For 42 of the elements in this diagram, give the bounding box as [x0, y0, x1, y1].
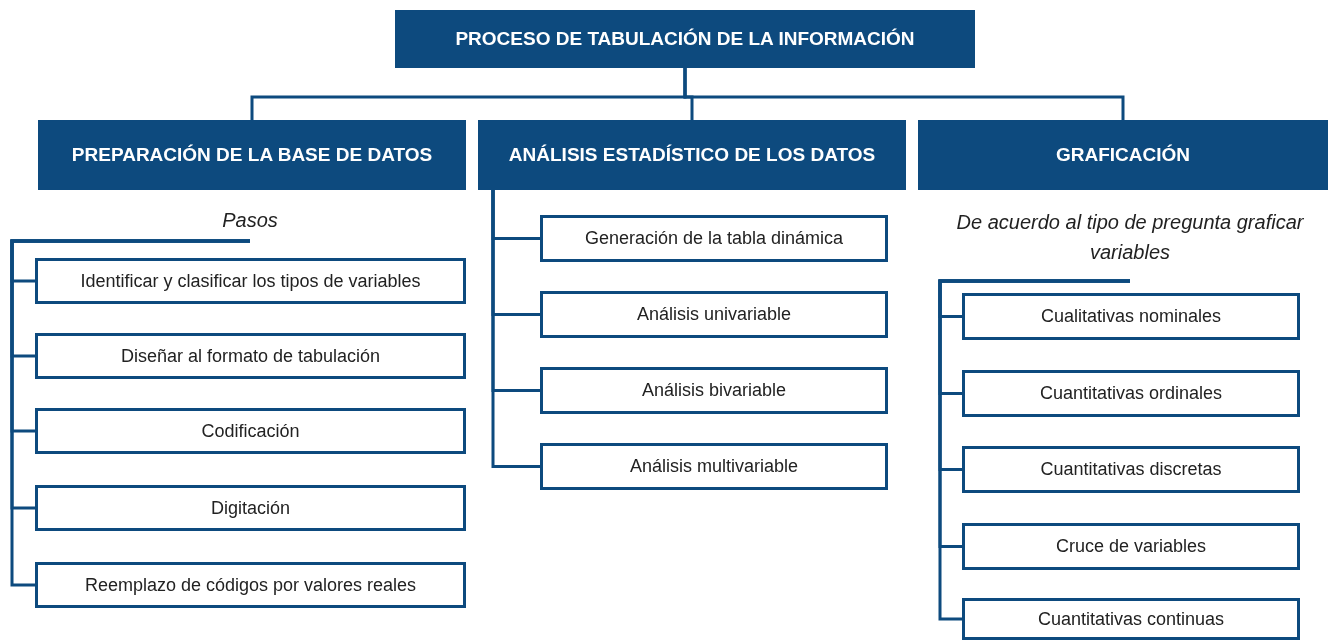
step-box — [540, 367, 888, 414]
box-label: PROCESO DE TABULACIÓN DE LA INFORMACIÓN — [455, 28, 915, 50]
box-label: Codificación — [201, 420, 300, 442]
box-label: Análisis univariable — [636, 304, 792, 325]
connector-line — [938, 279, 1130, 621]
step-box — [35, 408, 466, 454]
box-label: Cualitativas nominales — [1040, 306, 1222, 327]
box-label: Diseñar al formato de tabulación — [120, 345, 381, 367]
step-box — [962, 523, 1300, 570]
box-label: Cuantitativas discretas — [1040, 459, 1222, 480]
step-box — [35, 333, 466, 379]
box-label: GRAFICACIÓN — [1055, 144, 1191, 166]
step-box — [962, 598, 1300, 640]
step-box — [962, 293, 1300, 340]
box-label: Reemplazo de códigos por valores reales — [84, 574, 417, 596]
connector-line — [491, 190, 540, 468]
step-box — [540, 215, 888, 262]
box-label: Cuantitativas continuas — [1037, 608, 1225, 630]
step-box — [35, 485, 466, 531]
box-label: Digitación — [210, 497, 290, 519]
step-box — [35, 562, 466, 608]
box-label: Cuantitativas ordinales — [1039, 383, 1223, 404]
box-label: Análisis multivariable — [629, 456, 799, 477]
header-box — [478, 120, 906, 190]
box-label: Análisis bivariable — [641, 380, 787, 401]
step-box — [962, 446, 1300, 493]
connector-line — [683, 68, 1125, 120]
step-box — [540, 443, 888, 490]
box-label: Cruce de variables — [1055, 536, 1207, 557]
box-label: Identificar y clasificar los tipos de variables — [80, 270, 421, 292]
step-box — [540, 291, 888, 338]
header-box — [395, 10, 975, 68]
header-box — [918, 120, 1328, 190]
box-label: Generación de la tabla dinámica — [584, 228, 844, 249]
header-box — [38, 120, 466, 190]
note-text: Pasos — [210, 202, 290, 238]
box-label: ANÁLISIS ESTADÍSTICO DE LOS DATOS — [508, 144, 876, 166]
step-box — [962, 370, 1300, 417]
step-box — [35, 258, 466, 304]
box-label: PREPARACIÓN DE LA BASE DE DATOS — [71, 144, 433, 166]
connector-line — [10, 239, 250, 587]
note-text: De acuerdo al tipo de pregunta graficar variables — [955, 196, 1305, 278]
